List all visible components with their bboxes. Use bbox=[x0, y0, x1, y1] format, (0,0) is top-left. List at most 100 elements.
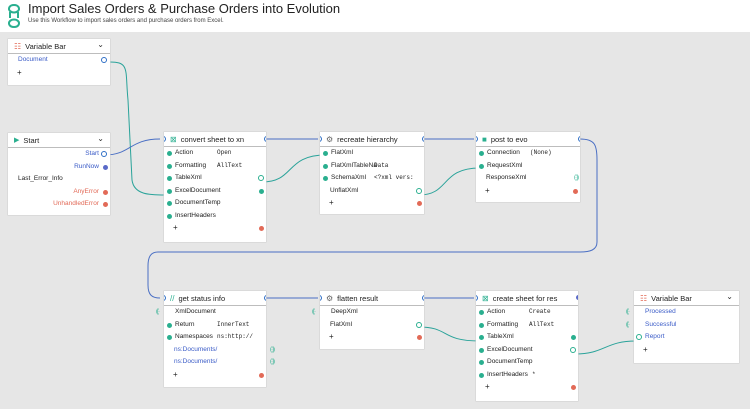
node-row[interactable]: FlatXml bbox=[320, 147, 424, 160]
output-port[interactable] bbox=[570, 346, 576, 353]
signal-icon[interactable]: (·)) bbox=[574, 175, 579, 181]
add-row[interactable]: + bbox=[476, 185, 580, 198]
param-value[interactable]: AllText bbox=[217, 161, 243, 169]
node-row[interactable]: Connection(None) bbox=[476, 147, 580, 160]
add-icon[interactable]: + bbox=[485, 185, 490, 195]
input-dot[interactable] bbox=[167, 322, 172, 328]
add-icon[interactable]: + bbox=[173, 223, 178, 232]
node-row[interactable]: AnyError bbox=[8, 186, 110, 199]
chevron-down-icon[interactable]: ⌄ bbox=[97, 134, 104, 143]
error-dot[interactable] bbox=[259, 372, 264, 378]
input-dot[interactable] bbox=[479, 310, 484, 315]
error-dot[interactable] bbox=[573, 188, 578, 194]
get-status-info-node[interactable]: // get status info ((·XmlDocument Return… bbox=[156, 291, 275, 387]
output-dot[interactable] bbox=[576, 295, 578, 300]
node-header[interactable]: ☷ Variable Bar ⌄ bbox=[634, 291, 739, 306]
output-port[interactable] bbox=[101, 151, 107, 157]
input-dot[interactable] bbox=[479, 163, 484, 169]
node-row[interactable]: ((·XmlDocument bbox=[156, 306, 266, 319]
node-row[interactable]: InsertHeaders bbox=[164, 210, 266, 223]
output-port[interactable] bbox=[101, 57, 107, 63]
input-dot[interactable] bbox=[323, 176, 328, 181]
error-dot[interactable] bbox=[571, 385, 576, 390]
signal-icon[interactable]: ((· bbox=[156, 309, 160, 315]
input-dot[interactable] bbox=[167, 335, 172, 340]
signal-icon[interactable]: ((· bbox=[626, 309, 630, 315]
variable-bar-node[interactable]: ☷ Variable Bar ⌄ Document + bbox=[8, 39, 110, 85]
input-dot[interactable] bbox=[167, 201, 172, 206]
param-value[interactable]: Create bbox=[529, 308, 551, 315]
input-port[interactable] bbox=[164, 295, 166, 301]
node-header[interactable]: ⊠ convert sheet to xn bbox=[164, 132, 266, 147]
input-dot[interactable] bbox=[479, 151, 484, 156]
input-dot[interactable] bbox=[323, 163, 328, 169]
add-row[interactable]: + bbox=[320, 197, 424, 210]
signal-icon[interactable]: (·)) bbox=[270, 359, 275, 365]
node-row[interactable]: ExcelDocument bbox=[476, 344, 578, 357]
node-row[interactable]: InsertHeaders* bbox=[476, 369, 578, 382]
node-header[interactable]: ⚙ flatten result bbox=[320, 291, 424, 306]
node-header[interactable]: ⚙ recreate hierarchy bbox=[320, 132, 424, 147]
add-icon[interactable]: + bbox=[329, 198, 334, 207]
node-row[interactable]: TableXml bbox=[476, 331, 578, 344]
add-icon[interactable]: + bbox=[17, 67, 22, 77]
node-row[interactable]: ((·Processed bbox=[626, 306, 739, 319]
input-dot[interactable] bbox=[167, 188, 172, 194]
add-row[interactable]: + bbox=[634, 344, 739, 357]
output-dot[interactable] bbox=[103, 164, 108, 170]
input-dot[interactable] bbox=[479, 347, 484, 353]
error-dot[interactable] bbox=[417, 335, 422, 340]
input-port[interactable] bbox=[320, 295, 322, 301]
node-row[interactable]: RequestXml bbox=[476, 160, 580, 173]
add-row[interactable]: + bbox=[164, 369, 266, 382]
add-row[interactable]: + bbox=[164, 222, 266, 235]
error-dot[interactable] bbox=[259, 226, 264, 231]
node-row[interactable]: Last_Error_Info bbox=[8, 173, 110, 186]
input-dot[interactable] bbox=[167, 151, 172, 156]
node-header[interactable]: ⊠ create sheet for res bbox=[476, 291, 578, 306]
param-value[interactable]: Open bbox=[217, 149, 232, 156]
node-row[interactable]: ExcelDocument bbox=[164, 185, 266, 198]
signal-icon[interactable]: ((· bbox=[312, 309, 316, 315]
node-row[interactable]: FlatXml bbox=[320, 319, 424, 332]
recreate-hierarchy-node[interactable]: ⚙ recreate hierarchy FlatXml FlatXmlTabl… bbox=[320, 132, 424, 214]
add-icon[interactable]: + bbox=[643, 344, 648, 354]
param-value[interactable]: AllText bbox=[529, 320, 555, 328]
output-port[interactable] bbox=[264, 295, 266, 301]
add-icon[interactable]: + bbox=[329, 332, 334, 341]
param-value[interactable]: InnerText bbox=[217, 320, 250, 328]
node-header[interactable]: ■ post to evo bbox=[476, 132, 580, 147]
node-row[interactable]: RunNow bbox=[8, 161, 110, 174]
node-row[interactable]: DocumentTemp bbox=[476, 356, 578, 369]
input-port[interactable] bbox=[476, 295, 478, 301]
node-row[interactable]: UnflatXml bbox=[320, 185, 424, 198]
node-row[interactable]: ns:Documents/(·)) bbox=[164, 344, 275, 357]
flatten-result-node[interactable]: ⚙ flatten result ((·DeepXml FlatXml + bbox=[312, 291, 424, 349]
output-port[interactable] bbox=[422, 136, 424, 142]
signal-icon[interactable]: ((· bbox=[626, 321, 630, 328]
param-value[interactable]: (None) bbox=[530, 149, 552, 156]
input-dot[interactable] bbox=[479, 322, 484, 328]
param-value[interactable]: ns:http:// bbox=[217, 333, 254, 340]
node-header[interactable]: // get status info bbox=[164, 291, 266, 306]
add-row[interactable]: + bbox=[476, 381, 578, 394]
input-port[interactable] bbox=[320, 136, 322, 142]
input-dot[interactable] bbox=[479, 335, 484, 340]
post-to-evo-node[interactable]: ■ post to evo Connection(None) RequestXm… bbox=[476, 132, 580, 202]
error-dot[interactable] bbox=[417, 201, 422, 206]
input-port[interactable] bbox=[164, 136, 166, 142]
chevron-down-icon[interactable]: ⌄ bbox=[726, 292, 733, 301]
param-value[interactable]: <?xml vers: bbox=[374, 174, 414, 181]
output-dot[interactable] bbox=[103, 189, 108, 195]
signal-icon[interactable]: (·)) bbox=[270, 346, 275, 353]
output-dot[interactable] bbox=[571, 335, 576, 340]
